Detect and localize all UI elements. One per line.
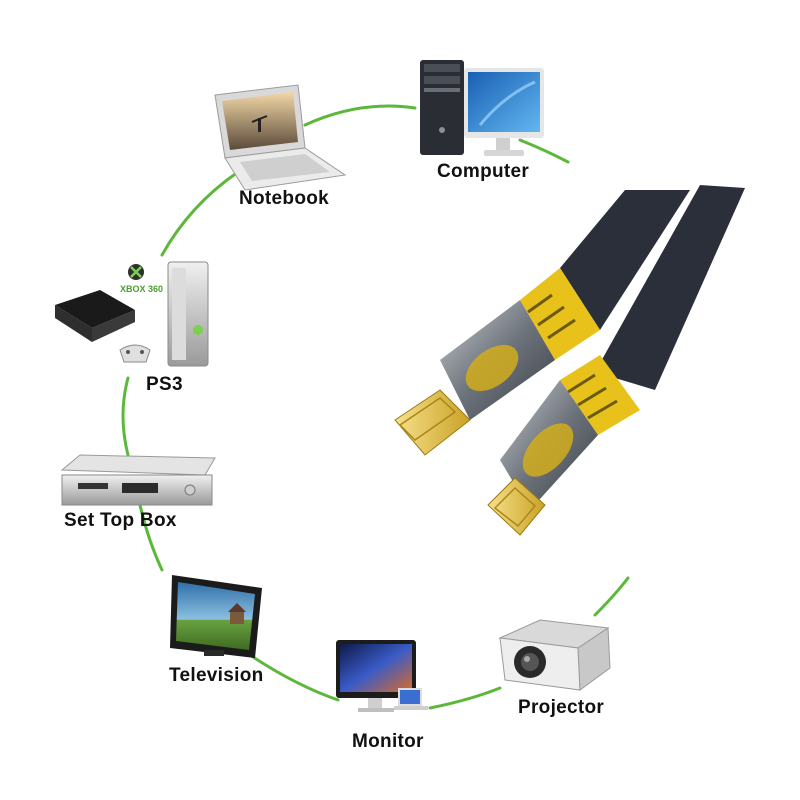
ring-segment-notebook-computer bbox=[303, 104, 417, 127]
ring-segment-monitor-projector bbox=[428, 686, 502, 710]
laptop-icon bbox=[214, 84, 347, 191]
ring-segment-computer-right bbox=[518, 138, 570, 164]
device-label-notebook: Notebook bbox=[239, 188, 330, 209]
xbox-logo-text: XBOX 360 bbox=[120, 284, 163, 294]
device-label-set-top-box: Set Top Box bbox=[64, 510, 177, 531]
ring-segment-projector-right bbox=[593, 576, 630, 617]
ring-segment-tv-monitor bbox=[248, 653, 340, 702]
connection-ring bbox=[121, 104, 630, 710]
device-label-monitor: Monitor bbox=[352, 731, 424, 752]
monitor-icon bbox=[336, 640, 428, 712]
ring-segment-ps3-settop bbox=[121, 376, 130, 457]
device-label-ps3: PS3 bbox=[146, 374, 183, 395]
set-top-box-icon bbox=[60, 454, 216, 506]
projector-icon bbox=[498, 619, 611, 691]
television-icon bbox=[170, 575, 262, 658]
device-label-television: Television bbox=[169, 665, 264, 686]
device-label-projector: Projector bbox=[518, 697, 605, 718]
hdmi-cable-icon bbox=[394, 185, 745, 536]
ring-segment-notebook-ps3 bbox=[160, 170, 240, 257]
game-console-icon bbox=[55, 261, 209, 367]
device-label-computer: Computer bbox=[437, 161, 530, 182]
ring-segment-settop-tv bbox=[138, 503, 164, 572]
desktop-computer-icon bbox=[420, 60, 544, 156]
